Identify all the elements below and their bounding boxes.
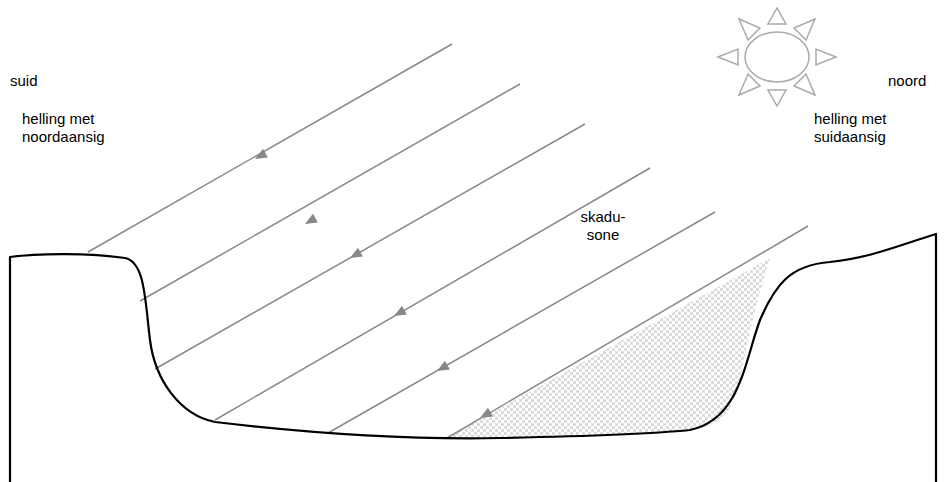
compass-label: noord xyxy=(888,72,926,90)
zone-label: skadu-sone xyxy=(576,208,630,244)
sun-ray xyxy=(88,44,808,438)
valley-profile xyxy=(10,234,936,482)
sun-symbol xyxy=(718,8,836,106)
compass-label: suid xyxy=(10,72,38,90)
slope-label: helling met noordaansig xyxy=(22,110,122,146)
slope-label: helling met suidaansig xyxy=(814,110,914,146)
ray-arrowhead xyxy=(253,149,493,423)
